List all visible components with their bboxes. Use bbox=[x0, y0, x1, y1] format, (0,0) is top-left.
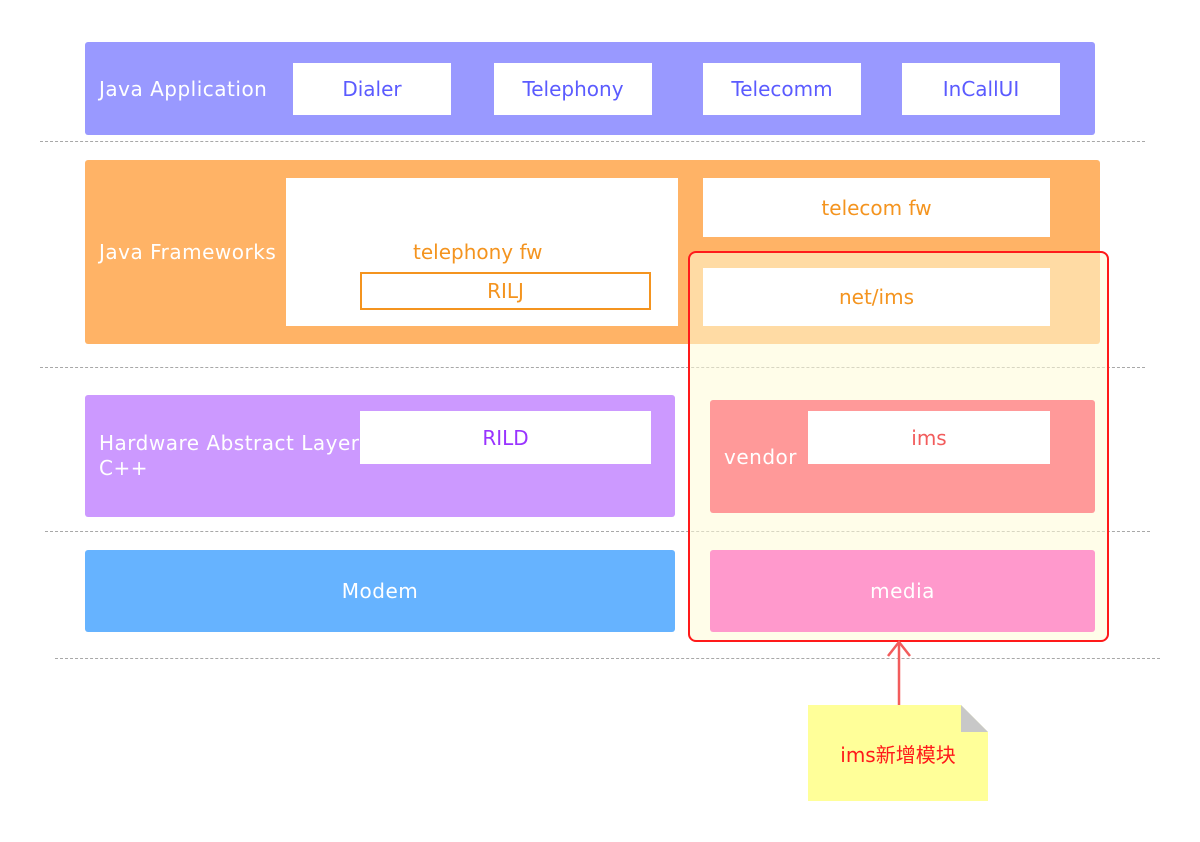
note-fold-corner bbox=[961, 705, 988, 732]
separator-2 bbox=[40, 367, 1145, 368]
vendor-label: vendor bbox=[724, 445, 797, 469]
ims-box: ims bbox=[808, 411, 1050, 464]
separator-1 bbox=[40, 141, 1145, 142]
separator-3 bbox=[45, 531, 1150, 532]
incallui-box: InCallUI bbox=[902, 63, 1060, 115]
telephony-fw-label: telephony fw bbox=[413, 240, 543, 264]
net-ims-box: net/ims bbox=[703, 268, 1050, 326]
sticky-note-text: ims新增模块 bbox=[840, 742, 956, 767]
telephony-box: Telephony bbox=[494, 63, 652, 115]
ims-highlight-border bbox=[688, 251, 1109, 642]
rild-box: RILD bbox=[360, 411, 651, 464]
hal-label-line2: C++ bbox=[99, 456, 148, 480]
java-frameworks-label: Java Frameworks bbox=[99, 240, 277, 264]
telecomm-box: Telecomm bbox=[703, 63, 861, 115]
rilj-box: RILJ bbox=[360, 272, 651, 310]
media-box: media bbox=[710, 550, 1095, 632]
java-application-label: Java Application bbox=[99, 77, 268, 101]
hal-label-line1: Hardware Abstract Layer bbox=[99, 431, 360, 455]
separator-4 bbox=[55, 658, 1160, 659]
sticky-note: ims新增模块 bbox=[808, 705, 988, 801]
arrow-up-icon bbox=[887, 639, 911, 706]
telecom-fw-box: telecom fw bbox=[703, 178, 1050, 237]
modem-layer: Modem bbox=[85, 550, 675, 632]
dialer-box: Dialer bbox=[293, 63, 451, 115]
